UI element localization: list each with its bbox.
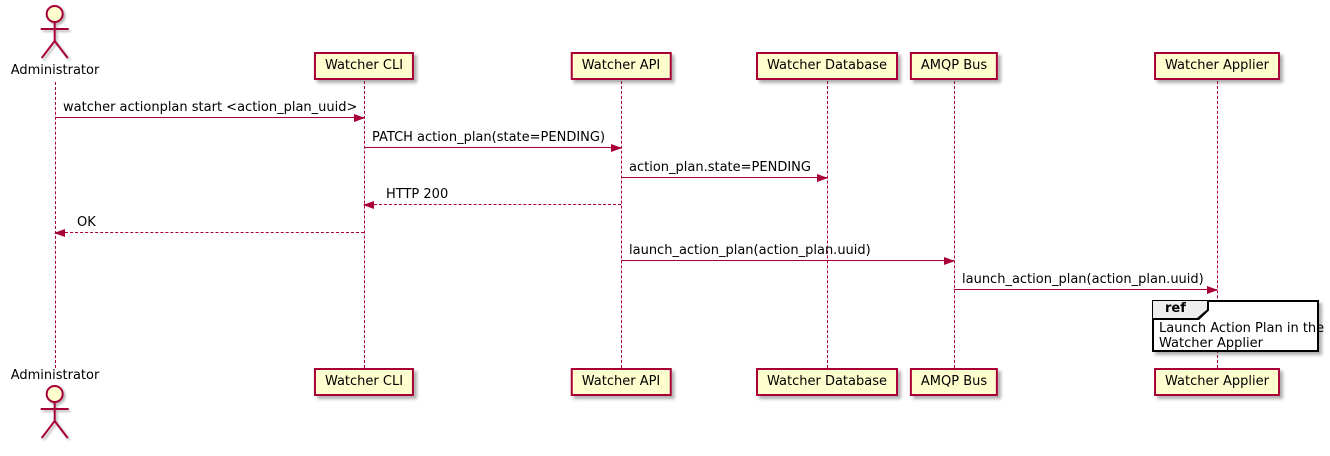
lifeline-watcher-api <box>621 81 622 368</box>
stick-figure-icon <box>41 385 69 439</box>
actor-administrator-top: Administrator <box>10 4 100 78</box>
message-line <box>55 232 364 233</box>
arrowhead-icon <box>354 114 365 122</box>
message-label: HTTP 200 <box>386 187 449 202</box>
message-line <box>621 177 827 178</box>
ref-text-line: Watcher Applier <box>1159 336 1263 351</box>
lifeline-watcher-applier <box>1217 81 1218 368</box>
message-label: action_plan.state=PENDING <box>629 160 811 175</box>
message-launch-action-plan-amqp: launch_action_plan(action_plan.uuid) <box>954 272 1218 294</box>
message-label: launch_action_plan(action_plan.uuid) <box>629 243 871 258</box>
participant-watcher-api-top: Watcher API <box>570 52 672 80</box>
stick-figure-icon <box>41 5 69 59</box>
message-label: OK <box>77 215 96 230</box>
ref-text-line: Launch Action Plan in the <box>1159 321 1325 336</box>
lifeline-amqp-bus <box>954 81 955 368</box>
arrowhead-icon <box>1207 286 1218 294</box>
message-label: PATCH action_plan(state=PENDING) <box>372 130 606 145</box>
lifeline-watcher-database <box>827 81 828 368</box>
ref-header: ref <box>1153 301 1209 320</box>
message-patch-action-plan: PATCH action_plan(state=PENDING) <box>364 130 622 152</box>
message-state-pending: action_plan.state=PENDING <box>621 160 828 182</box>
actor-administrator-bottom: Administrator <box>10 368 100 442</box>
message-actionplan-start: watcher actionplan start <action_plan_uu… <box>55 100 365 122</box>
arrowhead-icon <box>363 201 374 209</box>
lifeline-watcher-cli <box>364 81 365 368</box>
participant-amqp-bus-bottom: AMQP Bus <box>909 368 999 396</box>
participant-amqp-bus-top: AMQP Bus <box>909 52 999 80</box>
message-line <box>55 117 364 118</box>
arrowhead-icon <box>817 174 828 182</box>
message-launch-action-plan-api: launch_action_plan(action_plan.uuid) <box>621 243 955 265</box>
participant-watcher-cli-top: Watcher CLI <box>313 52 415 80</box>
ref-fragment: ref Launch Action Plan in the Watcher Ap… <box>1152 300 1325 352</box>
message-line <box>364 204 621 205</box>
message-ok: OK <box>54 215 364 237</box>
message-line <box>621 260 954 261</box>
arrowhead-icon <box>944 257 955 265</box>
arrowhead-icon <box>611 144 622 152</box>
message-line <box>364 147 621 148</box>
actor-label: Administrator <box>10 368 100 383</box>
message-label: launch_action_plan(action_plan.uuid) <box>962 272 1204 287</box>
participant-watcher-applier-top: Watcher Applier <box>1154 52 1280 80</box>
participant-watcher-applier-bottom: Watcher Applier <box>1154 368 1280 396</box>
participant-watcher-database-top: Watcher Database <box>756 52 898 80</box>
arrowhead-icon <box>54 229 65 237</box>
message-http-200: HTTP 200 <box>363 187 621 209</box>
lifeline-administrator <box>55 82 56 368</box>
ref-keyword: ref <box>1153 301 1207 318</box>
participant-watcher-cli-bottom: Watcher CLI <box>313 368 415 396</box>
participant-watcher-database-bottom: Watcher Database <box>756 368 898 396</box>
ref-body: Launch Action Plan in the Watcher Applie… <box>1159 321 1325 351</box>
participant-watcher-api-bottom: Watcher API <box>570 368 672 396</box>
actor-label: Administrator <box>10 63 100 78</box>
message-line <box>954 289 1217 290</box>
message-label: watcher actionplan start <action_plan_uu… <box>63 100 358 115</box>
